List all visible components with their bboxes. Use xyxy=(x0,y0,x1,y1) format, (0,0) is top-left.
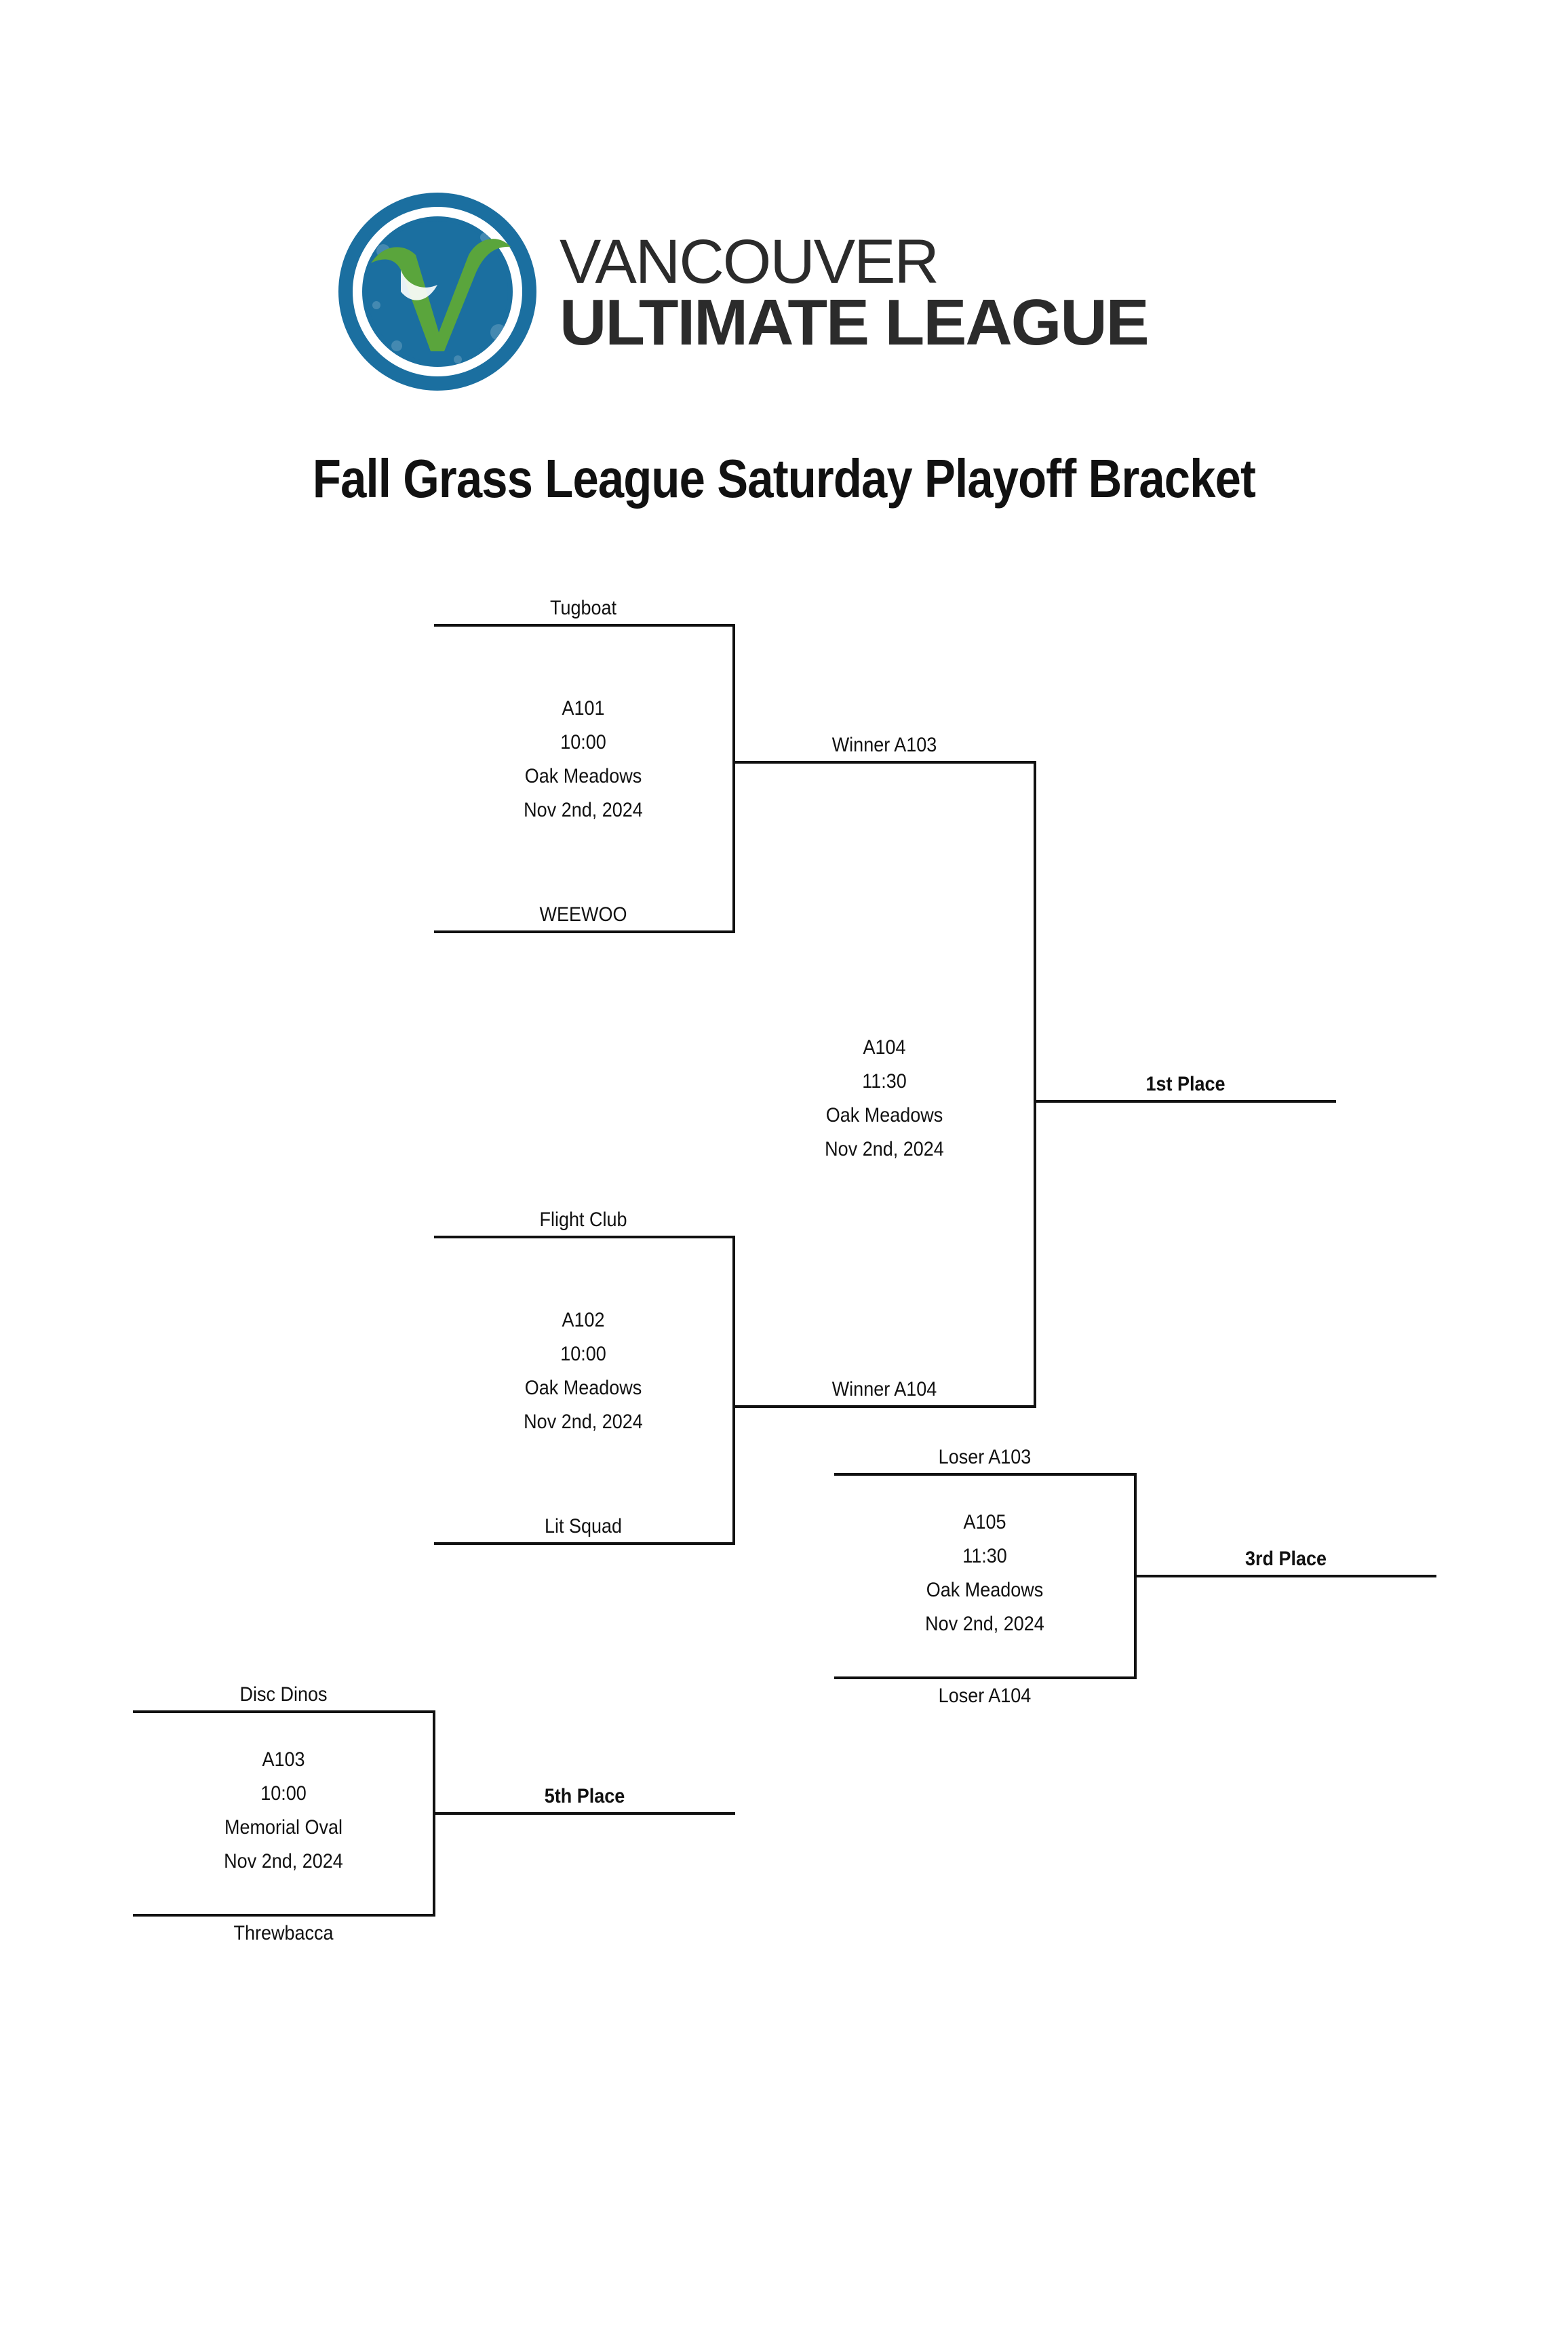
a101-game-info: A101 10:00 Oak Meadows Nov 2nd, 2024 xyxy=(449,699,718,834)
a101-bottom-team: WEEWOO xyxy=(539,903,627,926)
fifth-place-label: 5th Place xyxy=(544,1785,625,1807)
a102-top-team: Flight Club xyxy=(539,1209,627,1231)
a103-bottom-team: Threwbacca xyxy=(233,1922,334,1944)
a101-game-time: 10:00 xyxy=(560,731,606,753)
a105-game-date: Nov 2nd, 2024 xyxy=(925,1613,1044,1635)
first-place-label: 1st Place xyxy=(1145,1073,1226,1095)
a102-game-time: 10:00 xyxy=(560,1343,606,1365)
a102-game-date: Nov 2nd, 2024 xyxy=(524,1411,643,1433)
league-logo-emblem-icon xyxy=(338,193,536,391)
a105-game-info: A105 11:30 Oak Meadows Nov 2nd, 2024 xyxy=(850,1512,1119,1648)
a102-game-field: Oak Meadows xyxy=(524,1377,642,1399)
third-place-label: 3rd Place xyxy=(1244,1548,1327,1570)
a101-bracket xyxy=(434,624,735,933)
logo-wordmark-line2: ULTIMATE LEAGUE xyxy=(560,286,1150,359)
a101-game-date: Nov 2nd, 2024 xyxy=(524,799,643,821)
a105-game-time: 11:30 xyxy=(962,1545,1007,1567)
a103-game-date: Nov 2nd, 2024 xyxy=(224,1850,343,1872)
a101-top-team: Tugboat xyxy=(549,597,617,619)
a103-game-info: A103 10:00 Memorial Oval Nov 2nd, 2024 xyxy=(149,1750,418,1885)
a102-bracket xyxy=(434,1236,735,1545)
page-title: Fall Grass League Saturday Playoff Brack… xyxy=(312,448,1256,509)
a104-game-field: Oak Meadows xyxy=(825,1104,943,1126)
a102-game-info: A102 10:00 Oak Meadows Nov 2nd, 2024 xyxy=(449,1310,718,1446)
a105-bottom-team: Loser A104 xyxy=(938,1685,1032,1707)
logo-wordmark-line1: VANCOUVER xyxy=(560,227,939,296)
a102-game-id: A102 xyxy=(562,1309,605,1331)
a104-game-info: A104 11:30 Oak Meadows Nov 2nd, 2024 xyxy=(750,1038,1019,1173)
league-logo: VANCOUVER ULTIMATE LEAGUE xyxy=(336,190,1150,400)
a105-top-team: Loser A103 xyxy=(938,1446,1032,1468)
a103-top-team: Disc Dinos xyxy=(239,1683,328,1706)
a104-top-team: Winner A103 xyxy=(831,734,937,756)
a105-game-id: A105 xyxy=(963,1511,1006,1533)
a104-bracket xyxy=(734,761,1036,1408)
a104-game-id: A104 xyxy=(863,1036,906,1059)
a104-game-date: Nov 2nd, 2024 xyxy=(825,1138,944,1160)
a104-game-time: 11:30 xyxy=(862,1070,907,1093)
a103-game-time: 10:00 xyxy=(260,1782,307,1805)
a104-bottom-team: Winner A104 xyxy=(831,1378,937,1400)
a105-game-field: Oak Meadows xyxy=(926,1579,1044,1601)
a101-game-field: Oak Meadows xyxy=(524,765,642,787)
a102-bottom-team: Lit Squad xyxy=(544,1515,623,1537)
a101-game-id: A101 xyxy=(562,697,605,720)
a103-game-id: A103 xyxy=(262,1748,305,1771)
a103-game-field: Memorial Oval xyxy=(224,1816,343,1839)
